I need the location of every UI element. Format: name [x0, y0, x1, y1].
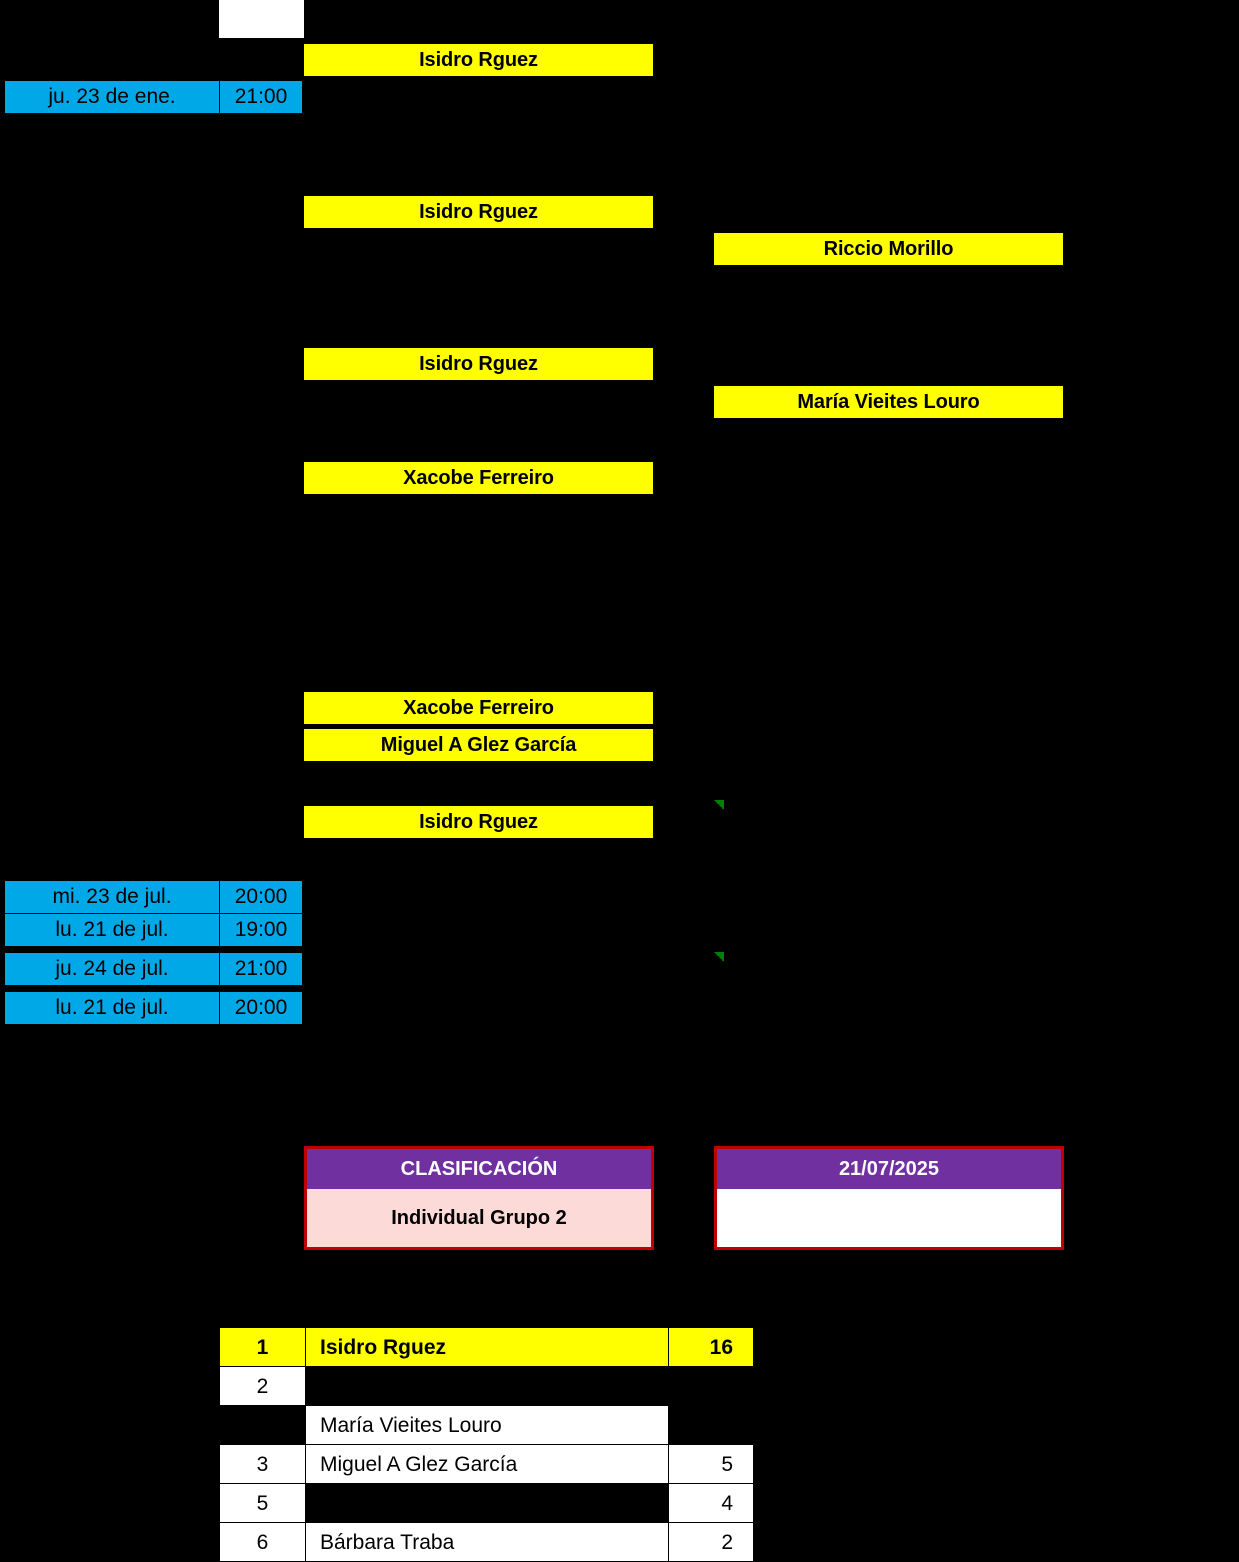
schedule-date-row[interactable]: mi. 23 de jul. [4, 880, 220, 914]
schedule-time-row[interactable]: 20:00 [219, 880, 303, 914]
standings-rank: 5 [219, 1483, 306, 1523]
bracket-plate-xacobe-ferreiro-lower[interactable]: Xacobe Ferreiro [304, 692, 653, 724]
standings-table: 1 Isidro Rguez 16 2 María Vieites Louro … [219, 1327, 754, 1562]
table-row[interactable]: María Vieites Louro [219, 1405, 754, 1445]
classification-date: 21/07/2025 [717, 1149, 1061, 1189]
schedule-time-top[interactable]: 21:00 [219, 80, 303, 114]
standings-name [305, 1483, 669, 1523]
standings-points: 2 [668, 1522, 754, 1562]
bracket-plate-isidro-rguez-bottom[interactable]: Isidro Rguez [304, 806, 653, 838]
schedule-list: mi. 23 de jul. 20:00 lu. 21 de jul. 19:0… [4, 880, 303, 1032]
bracket-plate-isidro-rguez-quarter[interactable]: Isidro Rguez [304, 348, 653, 380]
standings-name: Bárbara Traba [305, 1522, 669, 1562]
schedule-date-row[interactable]: lu. 21 de jul. [4, 913, 220, 947]
schedule-date-row[interactable]: ju. 24 de jul. [4, 952, 220, 986]
comment-marker-icon [714, 800, 724, 810]
bracket-plate-riccio-morillo[interactable]: Riccio Morillo [714, 233, 1063, 265]
blank-cell-top [219, 0, 304, 38]
schedule-date-top[interactable]: ju. 23 de ene. [4, 80, 220, 114]
schedule-time-row[interactable]: 19:00 [219, 913, 303, 947]
standings-points: 4 [668, 1483, 754, 1523]
standings-rank: 1 [219, 1327, 306, 1367]
bracket-plate-xacobe-ferreiro-upper[interactable]: Xacobe Ferreiro [304, 462, 653, 494]
standings-rank [219, 1405, 306, 1445]
table-row[interactable]: 3 Miguel A Glez García 5 [219, 1444, 754, 1484]
bracket-plate-maria-vieites-louro[interactable]: María Vieites Louro [714, 386, 1063, 418]
classification-date-body [717, 1189, 1061, 1247]
bracket-plate-miguel-a-glez-garcia[interactable]: Miguel A Glez García [304, 728, 653, 761]
standings-name: María Vieites Louro [305, 1405, 669, 1445]
standings-name: Miguel A Glez García [305, 1444, 669, 1484]
standings-rank: 2 [219, 1366, 306, 1406]
standings-name: Isidro Rguez [305, 1327, 669, 1367]
standings-points: 16 [668, 1327, 754, 1367]
standings-points [668, 1405, 754, 1445]
standings-points [668, 1366, 754, 1406]
classification-subtitle: Individual Grupo 2 [307, 1189, 651, 1247]
classification-title-box: CLASIFICACIÓN Individual Grupo 2 [304, 1146, 654, 1250]
bracket-plate-isidro-rguez-final[interactable]: Isidro Rguez [304, 44, 653, 76]
standings-points: 5 [668, 1444, 754, 1484]
schedule-time-row[interactable]: 20:00 [219, 991, 303, 1025]
standings-name [305, 1366, 669, 1406]
schedule-time-row[interactable]: 21:00 [219, 952, 303, 986]
table-row[interactable]: 5 4 [219, 1483, 754, 1523]
table-row[interactable]: 2 [219, 1366, 754, 1406]
classification-title: CLASIFICACIÓN [307, 1149, 651, 1189]
table-row[interactable]: 1 Isidro Rguez 16 [219, 1327, 754, 1367]
schedule-date-row[interactable]: lu. 21 de jul. [4, 991, 220, 1025]
standings-rank: 6 [219, 1522, 306, 1562]
bracket-plate-isidro-rguez-semi[interactable]: Isidro Rguez [304, 196, 653, 228]
comment-marker-icon [714, 952, 724, 962]
table-row[interactable]: 6 Bárbara Traba 2 [219, 1522, 754, 1562]
classification-date-box: 21/07/2025 [714, 1146, 1064, 1250]
standings-rank: 3 [219, 1444, 306, 1484]
